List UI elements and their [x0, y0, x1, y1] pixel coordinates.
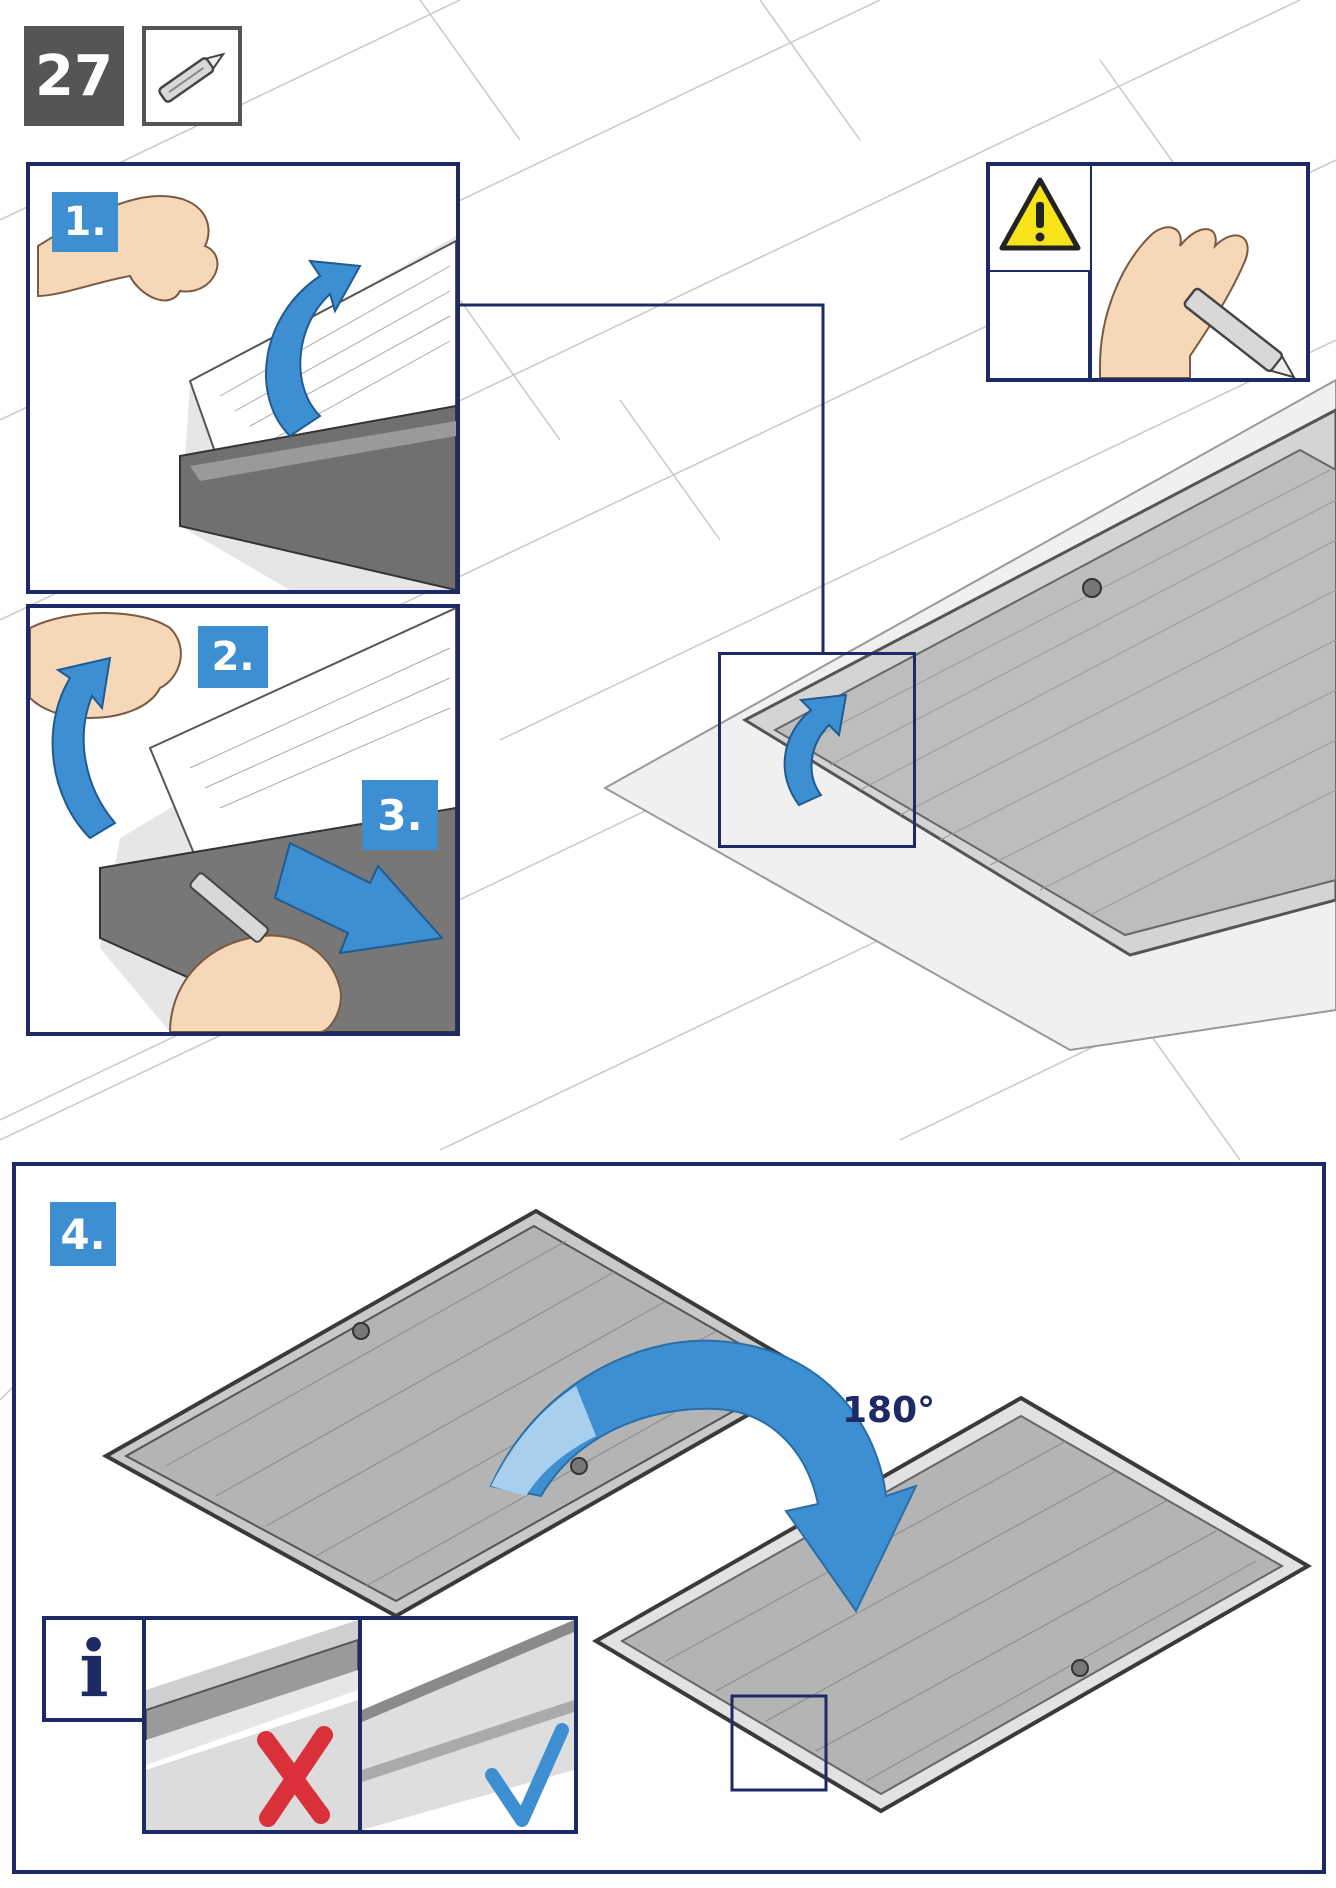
zoom-arrow [783, 693, 848, 807]
step-number: 27 [24, 26, 124, 126]
panel-step-4: 4. 180° i [12, 1162, 1326, 1874]
tool-box [142, 26, 242, 126]
panel-step-1: 1. [26, 162, 460, 594]
rotation-label: 180° [842, 1390, 936, 1431]
correct-profile-illustration [362, 1620, 574, 1830]
step-1-badge: 1. [52, 192, 118, 252]
step-4-badge: 4. [50, 1202, 116, 1266]
warning-illustration [990, 166, 1297, 378]
step-3-badge: 3. [362, 780, 438, 850]
info-wrong-example [142, 1616, 362, 1834]
utility-knife-icon [158, 52, 226, 103]
info-correct-example [358, 1616, 578, 1834]
warning-icon-cell [990, 166, 1090, 270]
warning-panel [986, 162, 1310, 382]
info-icon: i [42, 1616, 146, 1722]
wrong-profile-illustration [146, 1620, 358, 1830]
step-2-badge: 2. [198, 626, 268, 688]
info-box: i [42, 1616, 604, 1834]
warning-triangle-icon [999, 177, 1081, 251]
panel-step-2-3: 2. 3. [26, 604, 460, 1036]
zoom-callout-box [718, 652, 916, 848]
panel-4-illustration [101, 1208, 1312, 1814]
